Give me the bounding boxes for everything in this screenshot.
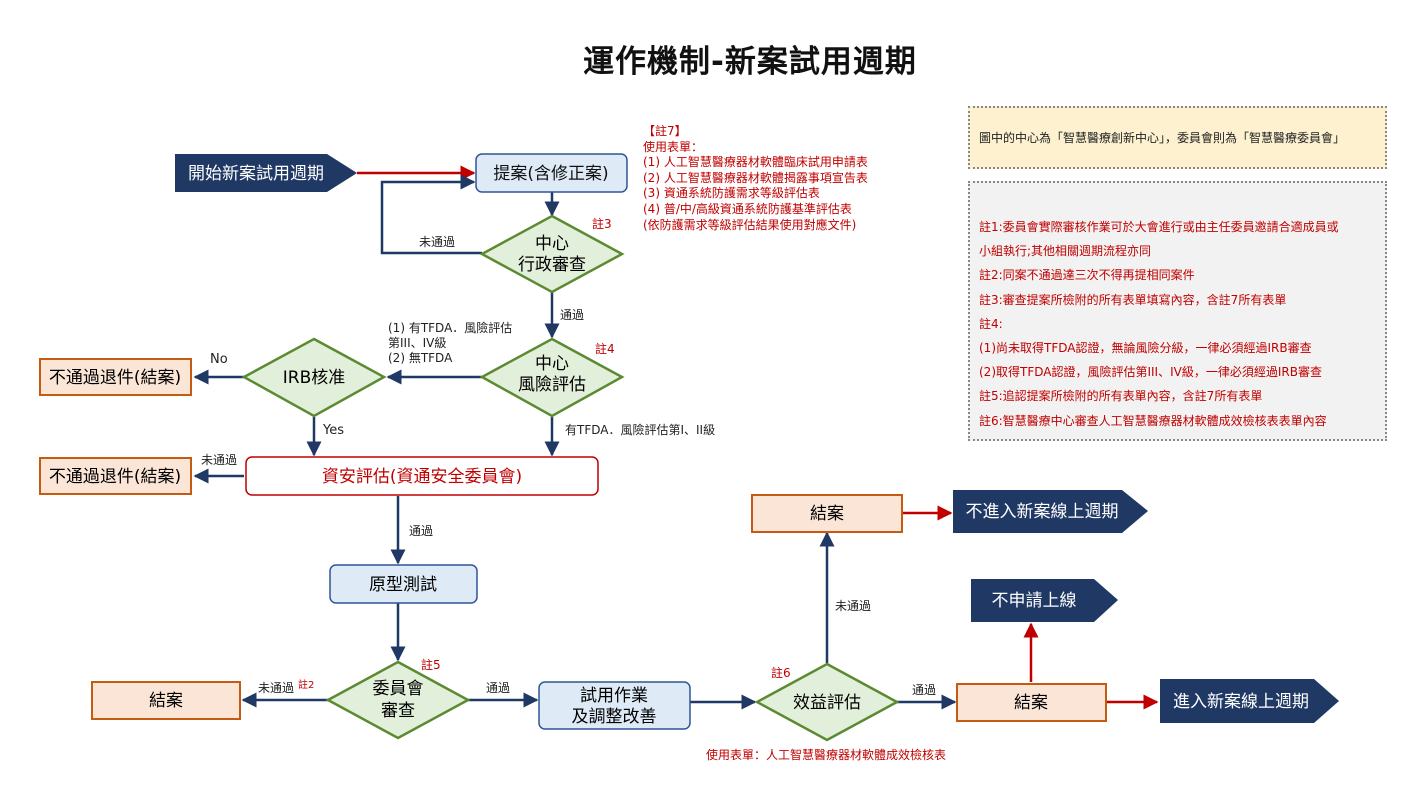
start-label: 開始新案試用週期 <box>188 164 324 184</box>
committee-diamond: 委員會 審查 <box>325 660 471 740</box>
note-line: 註2:同案不通過達三次不得再提相同案件 <box>979 268 1195 283</box>
label-benefit-pass: 通過 <box>912 683 936 697</box>
label-benefit-fail: 未通過 <box>835 599 871 613</box>
irb-diamond: IRB核准 <box>241 337 387 418</box>
label-irb-yes: Yes <box>322 423 344 438</box>
form-note-line: (3) 資通系統防護需求等級評估表 <box>643 186 820 201</box>
label-committee-pass: 通過 <box>486 681 510 695</box>
bottom-form-note: 使用表單：人工智慧醫療器材軟體成效檢核表 <box>706 748 947 762</box>
reject-irb-label: 不通過退件(結案) <box>49 368 181 388</box>
benefit-label: 效益評估 <box>793 693 861 713</box>
reject-irb-box: 不通過退件(結案) <box>39 358 192 396</box>
committee-label-2: 審查 <box>381 701 415 721</box>
close-pass-box: 結案 <box>956 683 1107 722</box>
note-line: 小組執行;其他相關週期流程亦同 <box>979 244 1152 259</box>
form-note-line: 【註7】 <box>643 124 687 138</box>
close-fail-label: 結案 <box>810 504 844 524</box>
note-ref-3: 註3 <box>592 217 612 231</box>
proposal-box: 提案(含修正案) <box>475 153 628 193</box>
close-committee-label: 結案 <box>149 691 183 711</box>
label-committee-fail: 未通過 <box>258 681 294 695</box>
form-note-line: (1) 人工智慧醫療器材軟體臨床試用申請表 <box>643 155 868 170</box>
no-online-cycle-label: 不進入新案線上週期 <box>966 502 1119 522</box>
notes-box: 註1:委員會實際審核作業可於大會進行或由主任委員邀請合適成員或 小組執行;其他相… <box>968 181 1387 441</box>
close-committee-box: 結案 <box>91 681 241 720</box>
form-note-line: (4) 普/中/高級資通系統防護基準評估表 <box>643 201 852 216</box>
benefit-diamond: 效益評估 <box>754 662 900 742</box>
risk-eval-diamond: 中心 風險評估 <box>479 337 625 418</box>
risk-eval-label-1: 中心 <box>535 354 569 374</box>
note-ref-5: 註5 <box>421 658 441 672</box>
label-risk-irb-3: (2) 無TFDA <box>388 350 453 365</box>
form-note-line: (2) 人工智慧醫療器材軟體揭露事項宣告表 <box>643 170 868 185</box>
note-ref-4: 註4 <box>595 342 615 356</box>
prototype-label: 原型測試 <box>369 575 437 595</box>
risk-eval-label-2: 風險評估 <box>518 375 586 395</box>
note-line: 註5:追認提案所檢附的所有表單內容，含註7所有表單 <box>979 389 1263 404</box>
admin-review-diamond: 中心 行政審查 <box>479 214 625 294</box>
note-line: 註4: <box>979 316 1003 331</box>
security-eval-label: 資安評估(資通安全委員會) <box>322 467 522 487</box>
label-security-pass: 通過 <box>409 524 433 538</box>
proposal-label: 提案(含修正案) <box>493 164 608 184</box>
arrow-admin-fail-loop <box>380 174 482 255</box>
no-online-cycle-node: 不進入新案線上週期 <box>953 490 1148 533</box>
label-irb-no: No <box>210 352 228 367</box>
trial-box: 試用作業 及調整改善 <box>538 681 691 730</box>
security-eval-box: 資安評估(資通安全委員會) <box>245 456 599 496</box>
label-committee-fail-note: 註2 <box>298 679 314 691</box>
page-title: 運作機制-新案試用週期 <box>583 44 917 80</box>
note-line: 註6:智慧醫療中心審查人工智慧醫療器材軟體成效檢核表表單內容 <box>979 413 1327 428</box>
close-pass-label: 結案 <box>1014 693 1048 713</box>
label-risk-security: 有TFDA．風險評估第I、II級 <box>565 422 715 437</box>
note-ref-6: 註6 <box>771 666 791 680</box>
reject-security-label: 不通過退件(結案) <box>49 467 181 487</box>
enter-online-cycle-label: 進入新案線上週期 <box>1173 692 1309 712</box>
irb-label: IRB核准 <box>283 368 346 388</box>
label-admin-pass: 通過 <box>560 308 584 322</box>
center-note-text: 圖中的中心為「智慧醫療創新中心」，委員會則為「智慧醫療委員會」 <box>979 131 1346 145</box>
reject-security-box: 不通過退件(結案) <box>39 457 192 495</box>
trial-label-2: 及調整改善 <box>572 707 657 727</box>
note-line: 註1:委員會實際審核作業可於大會進行或由主任委員邀請合適成員或 <box>979 220 1339 234</box>
note-line: 註3:審查提案所檢附的所有表單填寫內容，含註7所有表單 <box>979 292 1287 307</box>
label-risk-irb-1: (1) 有TFDA．風險評估 <box>388 320 512 335</box>
start-node: 開始新案試用週期 <box>175 154 357 192</box>
enter-online-cycle-node: 進入新案線上週期 <box>1160 679 1339 723</box>
note-line: (1)尚未取得TFDA認證，無論風險分級，一律必須經過IRB審查 <box>979 341 1312 356</box>
note-line: (2)取得TFDA認證，風險評估第III、IV級，一律必須經過IRB審查 <box>979 365 1322 380</box>
committee-label-1: 委員會 <box>373 679 424 699</box>
close-fail-box: 結案 <box>751 494 903 533</box>
center-definition-note: 圖中的中心為「智慧醫療創新中心」，委員會則為「智慧醫療委員會」 <box>968 106 1387 169</box>
label-risk-irb-2: 第III、IV級 <box>388 336 446 350</box>
no-apply-online-label: 不申請上線 <box>992 591 1077 611</box>
prototype-box: 原型測試 <box>329 564 478 604</box>
trial-label-1: 試用作業 <box>580 686 648 706</box>
label-security-fail: 未通過 <box>201 453 237 467</box>
label-admin-fail: 未通過 <box>419 235 455 249</box>
admin-review-label-2: 行政審查 <box>518 255 586 275</box>
form-note-line: (依防護需求等級評估結果使用對應文件) <box>643 217 857 232</box>
admin-review-label-1: 中心 <box>535 234 569 254</box>
form-note-line: 使用表單： <box>643 139 704 154</box>
form-notes: 【註7】 使用表單： (1) 人工智慧醫療器材軟體臨床試用申請表 (2) 人工智… <box>643 124 943 233</box>
connectors <box>193 165 1159 710</box>
no-apply-online-node: 不申請上線 <box>971 579 1118 622</box>
